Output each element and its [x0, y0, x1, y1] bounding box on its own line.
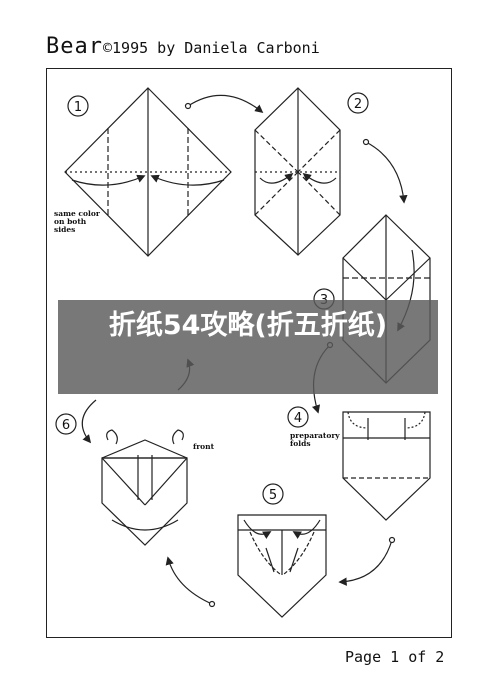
page-label: Page 1 of 2: [345, 648, 445, 666]
arrow-step4-to-step5: [338, 539, 393, 586]
banner-text: 折纸54攻略(折五折纸): [108, 310, 388, 341]
note-preparatory-folds: preparatory folds: [290, 431, 340, 448]
step-1-diagram: [64, 87, 232, 257]
step-number-5: 5: [269, 488, 277, 503]
step-6-diagram: [55, 413, 188, 546]
step-5-diagram: [237, 483, 327, 618]
watermark-banner: [58, 300, 438, 394]
title-credit: ©1995 by Daniela Carboni: [102, 39, 320, 57]
note-same-color: same color on both sides: [54, 209, 100, 234]
arrow-step2-to-step3: [365, 141, 408, 204]
step-number-4: 4: [294, 411, 302, 426]
arrow-step1-to-step2: [187, 94, 264, 114]
step-4-diagram: [287, 406, 431, 521]
step-number-6: 6: [62, 418, 70, 433]
arrow-to-step6: [81, 399, 97, 444]
diagram-title: Bear©1995 by Daniela Carboni: [46, 34, 320, 59]
note-front: front: [193, 442, 215, 451]
step-number-2: 2: [354, 97, 362, 112]
arrow-step5-to-step6: [165, 556, 213, 605]
diagram-frame: [46, 68, 452, 638]
title-word: Bear: [46, 34, 103, 59]
step-number-1: 1: [74, 100, 82, 115]
step-2-diagram: [254, 87, 369, 256]
